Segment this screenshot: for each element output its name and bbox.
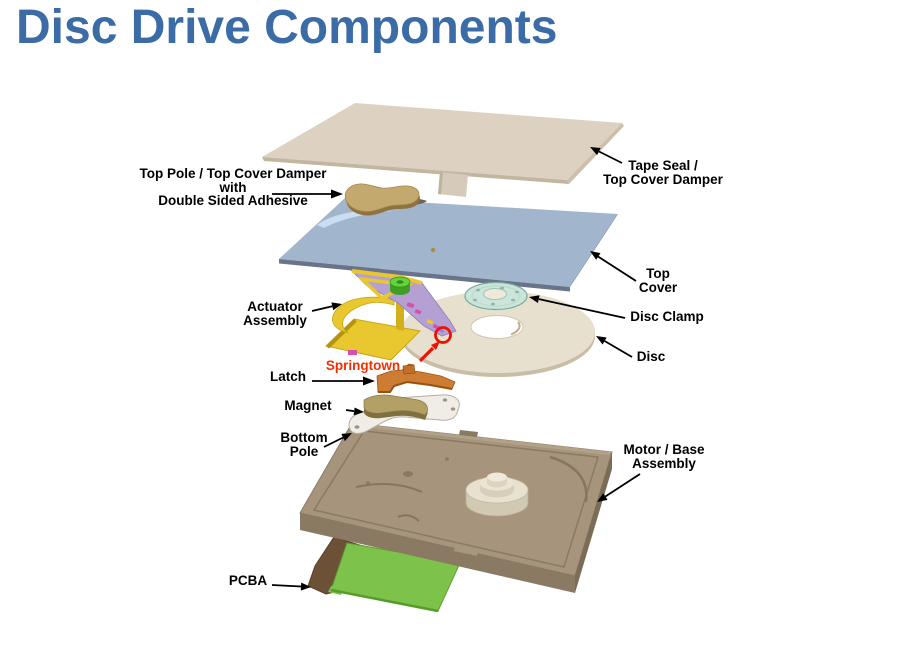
label-line: Tape Seal / [628,158,698,173]
label-bottom-pole: Bottom Pole [280,431,327,458]
actuator-assembly-part [324,269,457,361]
label-line: Actuator [247,299,303,314]
label-top-cover: Top Cover [639,267,677,294]
label-tape-seal: Tape Seal / Top Cover Damper [603,159,723,186]
label-line: Top Pole / Top Cover Damper [139,166,327,181]
magnet-part [363,394,428,420]
label-line: Top Cover Damper [603,171,723,187]
label-springtown: Springtown [326,359,400,373]
label-line: Magnet [284,398,332,413]
label-magnet: Magnet [284,399,331,413]
disc-clamp-arrow [529,295,626,319]
label-line: Bottom [280,430,328,445]
label-motor-base-assembly: Motor / Base Assembly [623,443,704,470]
pcba-arrow [271,582,311,591]
top-pole-arrow [272,189,343,199]
label-line: Assembly [632,455,696,471]
motor-base-arrow [597,473,641,502]
label-line: Latch [269,369,307,384]
label-disc: Disc [637,350,666,364]
tape-seal-arrow [590,147,623,164]
callout-arrows [271,147,641,591]
label-latch: Latch [270,370,306,384]
top-cover-arrow [590,251,637,282]
springtown-marker [418,326,452,363]
disc-clamp-part [464,281,528,311]
label-line: Motor / Base [623,442,705,457]
disc-part [401,291,595,377]
label-line: Pole [289,443,319,459]
label-actuator-assembly: Actuator Assembly [243,300,307,327]
bottom-pole-arrow [323,433,352,448]
latch-part [376,363,456,393]
label-line: with [219,179,247,195]
label-line: PCBA [228,573,268,588]
actuator-arrow [311,302,342,312]
motor-base-part [299,422,613,593]
label-line: Disc Clamp [630,309,704,324]
label-line: Springtown [325,358,401,373]
label-line: Disc [636,349,666,364]
label-line: Double Sided Adhesive [158,193,308,208]
top-pole-damper-part [344,183,420,216]
magnet-arrow [345,407,364,416]
pcba-part [307,536,461,613]
page-title: Disc Drive Components [16,1,558,54]
label-line: Cover [638,279,678,295]
label-top-pole-damper: Top Pole / Top Cover Damper with Double … [139,167,326,208]
latch-arrow [312,376,375,386]
tape-seal-part [262,103,624,197]
label-line: Assembly [243,312,307,328]
label-line: Top [646,266,670,281]
top-cover-part [279,198,618,292]
label-pcba: PCBA [229,574,267,588]
label-disc-clamp: Disc Clamp [630,310,704,324]
disc-arrow [596,336,633,358]
